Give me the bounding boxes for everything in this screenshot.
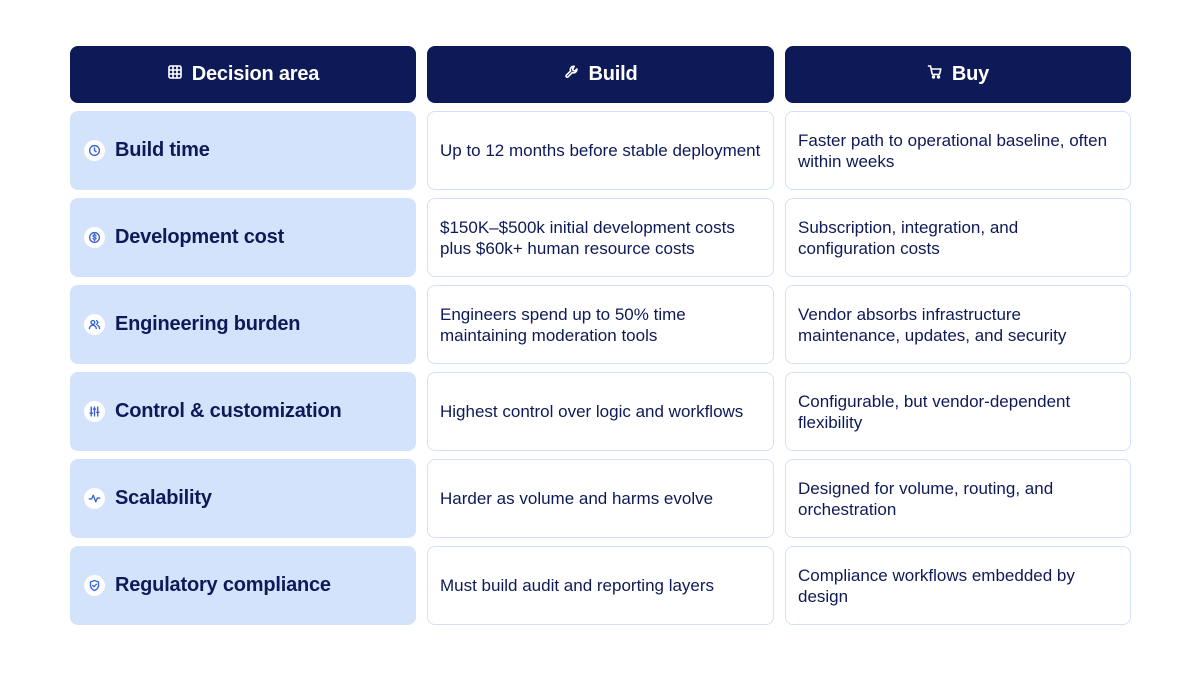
header-buy-label: Buy	[951, 63, 990, 85]
build-cell: Up to 12 months before stable deployment	[427, 111, 774, 190]
sliders-icon	[84, 401, 105, 422]
shield-check-icon	[84, 575, 105, 596]
area-label: Development cost	[115, 226, 285, 248]
build-cell: Engineers spend up to 50% time maintaini…	[427, 285, 774, 364]
comparison-table: Decision area Build Buy Build time Up to…	[70, 46, 1131, 625]
area-scalability: Scalability	[70, 459, 416, 538]
buy-cell: Faster path to operational baseline, oft…	[785, 111, 1131, 190]
area-label: Regulatory compliance	[115, 574, 331, 596]
area-label: Control & customization	[115, 400, 342, 422]
clock-icon	[84, 140, 105, 161]
build-cell: Harder as volume and harms evolve	[427, 459, 774, 538]
header-decision-area-label: Decision area	[191, 63, 320, 85]
wrench-icon	[564, 63, 580, 86]
area-regulatory-compliance: Regulatory compliance	[70, 546, 416, 625]
buy-cell: Subscription, integration, and configura…	[785, 198, 1131, 277]
dollar-coin-icon	[84, 227, 105, 248]
build-cell: $150K–$500k initial development costs pl…	[427, 198, 774, 277]
area-engineering-burden: Engineering burden	[70, 285, 416, 364]
area-label: Engineering burden	[115, 313, 301, 335]
table-icon	[167, 63, 183, 86]
header-buy: Buy	[785, 46, 1131, 103]
build-cell: Must build audit and reporting layers	[427, 546, 774, 625]
buy-cell: Vendor absorbs infrastructure maintenanc…	[785, 285, 1131, 364]
header-build-label: Build	[588, 63, 638, 85]
users-icon	[84, 314, 105, 335]
area-build-time: Build time	[70, 111, 416, 190]
buy-cell: Compliance workflows embedded by design	[785, 546, 1131, 625]
cart-icon	[927, 63, 943, 86]
area-label: Scalability	[115, 487, 212, 509]
header-decision-area: Decision area	[70, 46, 416, 103]
buy-cell: Designed for volume, routing, and orches…	[785, 459, 1131, 538]
buy-cell: Configurable, but vendor-dependent flexi…	[785, 372, 1131, 451]
area-control-customization: Control & customization	[70, 372, 416, 451]
activity-icon	[84, 488, 105, 509]
area-development-cost: Development cost	[70, 198, 416, 277]
area-label: Build time	[115, 139, 210, 161]
build-cell: Highest control over logic and workflows	[427, 372, 774, 451]
header-build: Build	[427, 46, 774, 103]
